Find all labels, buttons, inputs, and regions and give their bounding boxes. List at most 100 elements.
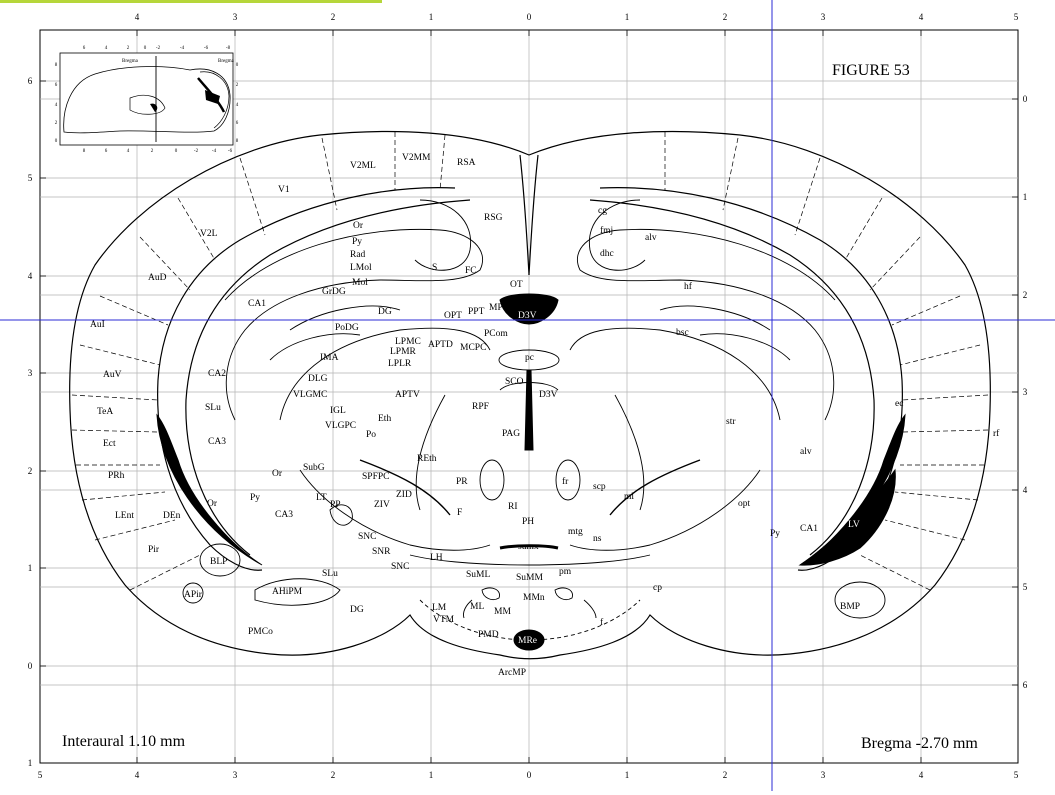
region-label: scp bbox=[593, 482, 606, 492]
cortical-dividers bbox=[71, 132, 989, 591]
region-label: LPMC bbox=[395, 337, 421, 347]
tick-label: 5 bbox=[1023, 582, 1028, 592]
region-label: CA3 bbox=[275, 510, 293, 520]
tick-label: 3 bbox=[821, 770, 826, 780]
tick-label: 1 bbox=[28, 563, 33, 573]
region-label: PMCo bbox=[248, 627, 273, 637]
tick-label: 4 bbox=[1023, 485, 1028, 495]
inset-bregma-label: Bregma bbox=[122, 59, 139, 64]
inset-tick: 2 bbox=[55, 121, 58, 126]
region-label: IMA bbox=[320, 353, 339, 363]
region-label: MM bbox=[494, 607, 511, 617]
inset-tick: 6 bbox=[55, 83, 58, 88]
region-label: FC bbox=[465, 266, 477, 276]
region-label: APTV bbox=[395, 390, 420, 400]
region-label: RI bbox=[508, 502, 518, 512]
region-label: Rad bbox=[350, 250, 366, 260]
region-label: ML bbox=[470, 602, 484, 612]
region-label: BMP bbox=[840, 602, 860, 612]
region-label: IGL bbox=[330, 406, 346, 416]
region-label: Or bbox=[207, 499, 218, 509]
inset-tick: -2 bbox=[156, 46, 161, 51]
region-label: SNC bbox=[358, 532, 376, 542]
tick-marks bbox=[40, 30, 1018, 763]
inset-tick: 8 bbox=[83, 149, 86, 154]
region-label: LV bbox=[848, 520, 860, 530]
inset-tick: 4 bbox=[55, 103, 58, 108]
region-label: D3V bbox=[539, 390, 558, 400]
region-label: CA1 bbox=[800, 524, 818, 534]
tick-label: 1 bbox=[625, 770, 630, 780]
axis-left: 6 5 4 3 2 1 0 1 bbox=[28, 76, 33, 768]
region-label: f bbox=[600, 617, 604, 628]
region-label: LH bbox=[430, 553, 443, 563]
region-label: ns bbox=[593, 534, 602, 544]
region-label: PRh bbox=[108, 471, 125, 481]
tick-label: 3 bbox=[28, 368, 33, 378]
region-label: alv bbox=[800, 447, 812, 457]
region-label: BLP bbox=[210, 557, 227, 567]
region-label: REth bbox=[417, 454, 437, 464]
inset-tick: 6 bbox=[105, 149, 108, 154]
region-label: F bbox=[457, 508, 462, 518]
region-label: DG bbox=[378, 307, 392, 317]
tick-label: 4 bbox=[135, 770, 140, 780]
region-label: S bbox=[432, 263, 437, 273]
region-label: Eth bbox=[378, 414, 391, 424]
tick-label: 4 bbox=[919, 12, 924, 22]
inset-tick: -2 bbox=[194, 149, 199, 154]
internal-structures bbox=[182, 199, 886, 641]
axis-bottom: 5 4 3 2 1 0 1 2 3 4 5 bbox=[38, 770, 1019, 780]
inset-tick: 6 bbox=[236, 121, 239, 126]
tick-label: 1 bbox=[625, 12, 630, 22]
region-label: SubG bbox=[303, 463, 325, 473]
figure-title: FIGURE 53 bbox=[832, 62, 910, 79]
axis-top: 4 3 2 1 0 1 2 3 4 5 bbox=[135, 12, 1019, 22]
inset-tick: -8 bbox=[226, 46, 231, 51]
tick-label: 6 bbox=[28, 76, 33, 86]
inset-tick: 8 bbox=[236, 139, 239, 144]
region-label: Ect bbox=[103, 439, 116, 449]
region-label: Py bbox=[250, 493, 260, 503]
region-label: GrDG bbox=[322, 287, 346, 297]
region-label: DEn bbox=[163, 511, 181, 521]
region-label: mtg bbox=[568, 527, 583, 537]
region-label: ec bbox=[895, 399, 903, 409]
tick-label: 5 bbox=[38, 770, 43, 780]
tick-label: 2 bbox=[331, 12, 336, 22]
inset-tick: 0 bbox=[144, 46, 147, 51]
tick-label: 5 bbox=[1014, 770, 1019, 780]
region-label: CA1 bbox=[248, 299, 266, 309]
inset-tick: -4 bbox=[212, 149, 217, 154]
tick-label: 1 bbox=[429, 12, 434, 22]
tick-label: 2 bbox=[723, 770, 728, 780]
region-label: SLu bbox=[205, 403, 221, 413]
region-label: RSA bbox=[457, 158, 476, 168]
region-label: rf bbox=[993, 428, 1000, 439]
region-label: PH bbox=[522, 517, 534, 527]
region-label: TeA bbox=[97, 407, 113, 417]
bregma-label: Bregma -2.70 mm bbox=[861, 735, 978, 752]
tick-label: 0 bbox=[527, 12, 532, 22]
region-label: PoDG bbox=[335, 323, 359, 333]
axis-right: 0 1 2 3 4 5 6 bbox=[1023, 94, 1028, 690]
region-label: MCPC bbox=[460, 343, 486, 353]
inset-tick: 4 bbox=[105, 46, 108, 51]
tick-label: 3 bbox=[233, 770, 238, 780]
region-label: Py bbox=[352, 237, 362, 247]
region-label: CA2 bbox=[208, 369, 226, 379]
inset-tick: 4 bbox=[236, 103, 239, 108]
ventricles bbox=[156, 293, 906, 651]
region-label: SuML bbox=[466, 570, 490, 580]
region-label: dhc bbox=[600, 249, 614, 259]
region-label: AuI bbox=[90, 320, 105, 330]
tick-label: 3 bbox=[1023, 387, 1028, 397]
inset-tick: 0 bbox=[55, 139, 58, 144]
tick-label: 1 bbox=[28, 758, 33, 768]
region-label: Py bbox=[770, 529, 780, 539]
tick-label: 4 bbox=[135, 12, 140, 22]
region-label: Or bbox=[353, 221, 364, 231]
region-label: ml bbox=[624, 492, 634, 502]
